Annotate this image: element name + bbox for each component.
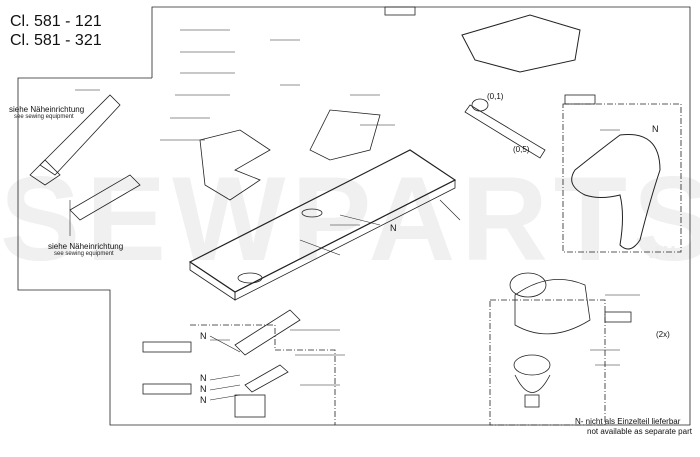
n-label-lower-3: N [200, 395, 207, 405]
group-frame-right [562, 103, 682, 253]
ref-box-right [564, 94, 596, 105]
base-plate [188, 149, 457, 293]
n-label-link: N [200, 331, 207, 341]
sewing-equipment-en-bottom: see sewing equipment [54, 251, 114, 257]
sewing-equipment-de-top: siehe Näheinrichtung [9, 105, 85, 114]
n-label-lower-1: N [200, 373, 207, 383]
watermark: SEWPARTS [0, 152, 700, 286]
watermark-suffix: .ru [648, 238, 677, 263]
ref-box-left-2 [142, 383, 192, 395]
ref-box-top [384, 6, 416, 16]
n-label-plate: N [390, 223, 397, 233]
legend-de: N- nicht als Einzelteil lieferbar [575, 417, 681, 426]
ref-box-left-1 [142, 341, 192, 353]
sewing-equipment-en-top: see sewing equipment [14, 114, 74, 120]
qty-0-1: (0,1) [487, 92, 504, 101]
model-line-1: Cl. 581 - 121 [10, 13, 102, 30]
sewing-equipment-de-bottom: siehe Näheinrichtung [48, 242, 124, 251]
legend-en: not available as separate part [587, 427, 692, 436]
leader-lines [69, 29, 640, 401]
group-frame-bottom [489, 299, 606, 426]
qty-0-5: (0,5) [513, 145, 530, 154]
ref-box-2x [604, 311, 632, 323]
diagram-frame [17, 6, 691, 426]
model-line-2: Cl. 581 - 321 [10, 32, 102, 49]
n-label-casting: N [652, 124, 659, 134]
n-label-lower-2: N [200, 384, 207, 394]
qty-2x: (2x) [656, 330, 670, 339]
